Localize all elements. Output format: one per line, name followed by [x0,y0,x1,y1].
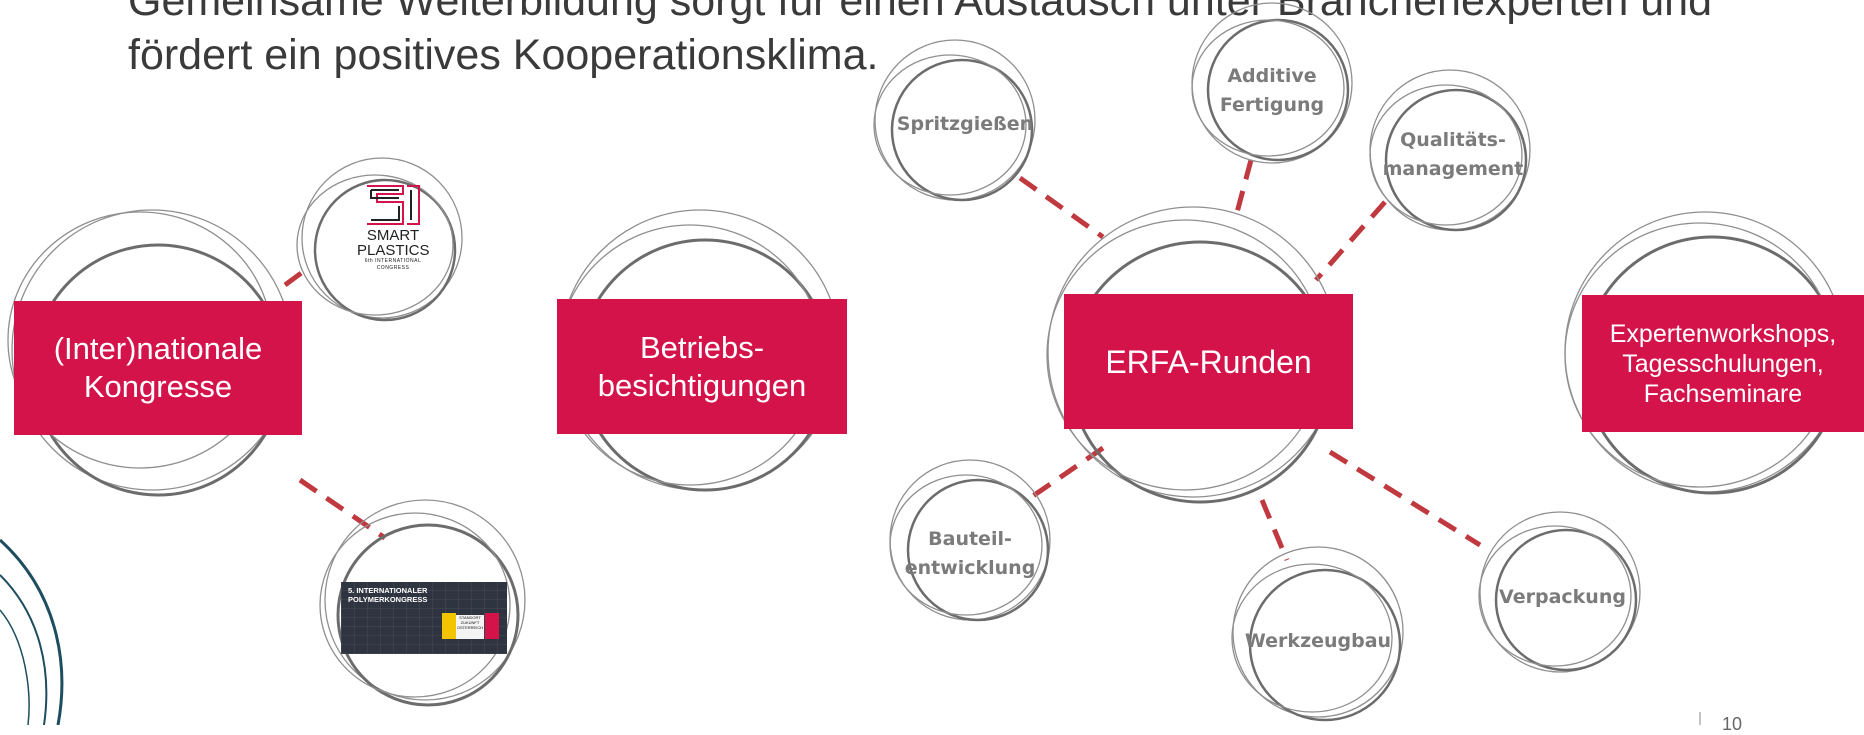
yellow-hexagon-icon [442,613,456,639]
red-hexagon-icon [485,613,499,639]
connector-erfa-werkzeug [1259,499,1290,561]
rings-qualitaet [1369,69,1531,232]
topic-verpackung: Verpackung [1499,586,1626,608]
rings-spritz [873,39,1036,202]
intro-text: Gemeinsame Weiterbildung sorgt für einen… [128,0,1712,82]
smart-logo-line2: PLASTICS [357,242,430,259]
logo-badge: STANDORT ZUKUNFT OSTERREICH [456,615,484,639]
rings-additive [1191,2,1353,164]
intro-line-1: Gemeinsame Weiterbildung sorgt für einen… [128,0,1712,25]
topic-qualitaetsmanagement: Qualitäts- management [1382,129,1524,180]
topic-bauteilentwicklung: Bauteil- entwicklung [904,528,1036,579]
rings-smart [296,157,463,322]
rings-poly [319,499,526,707]
connector-kongress-poly [298,477,387,541]
topic-werkzeugbau: Werkzeugbau [1244,630,1392,652]
connector-erfa-additive [1232,159,1254,221]
box-erfa-runden: ERFA-Runden [1064,294,1353,429]
connector-erfa-bauteil [1028,445,1105,501]
rings-verpackung [1478,511,1641,673]
smart-plastics-logo: SMART PLASTICS 6th INTERNATIONAL CONGRES… [357,182,430,282]
box-betriebsbesichtigungen: Betriebs- besichtigungen [557,299,847,434]
connector-erfa-qualitaet [1314,200,1387,282]
decorative-curves [0,538,64,725]
polymerkongress-logo: 5. INTERNATIONALER POLYMERKONGRESS STAND… [341,582,507,654]
connectors [283,159,1482,561]
smart-logo-line4: CONGRESS [376,265,410,271]
topic-additive-fertigung: Additive Fertigung [1219,65,1325,116]
topic-spritzgiessen: Spritzgießen [896,113,1034,135]
rings-werkzeug [1231,546,1404,722]
box-expertenworkshops: Expertenworkshops, Tagesschulungen, Fach… [1582,295,1864,432]
connector-erfa-spritz [1018,175,1105,240]
box-kongresse: (Inter)nationale Kongresse [14,301,302,435]
connector-kongress-smart [283,265,310,288]
polymerkongress-title: 5. INTERNATIONALER POLYMERKONGRESS [348,586,428,604]
connector-erfa-verpackung [1328,449,1482,548]
rings-bauteil [889,459,1051,622]
smart-plastics-emblem [367,185,420,225]
intro-line-2: fördert ein positives Kooperationsklima. [128,31,879,79]
smart-logo-line1: SMART [366,227,420,244]
smart-logo-line3: 6th INTERNATIONAL [364,258,422,264]
